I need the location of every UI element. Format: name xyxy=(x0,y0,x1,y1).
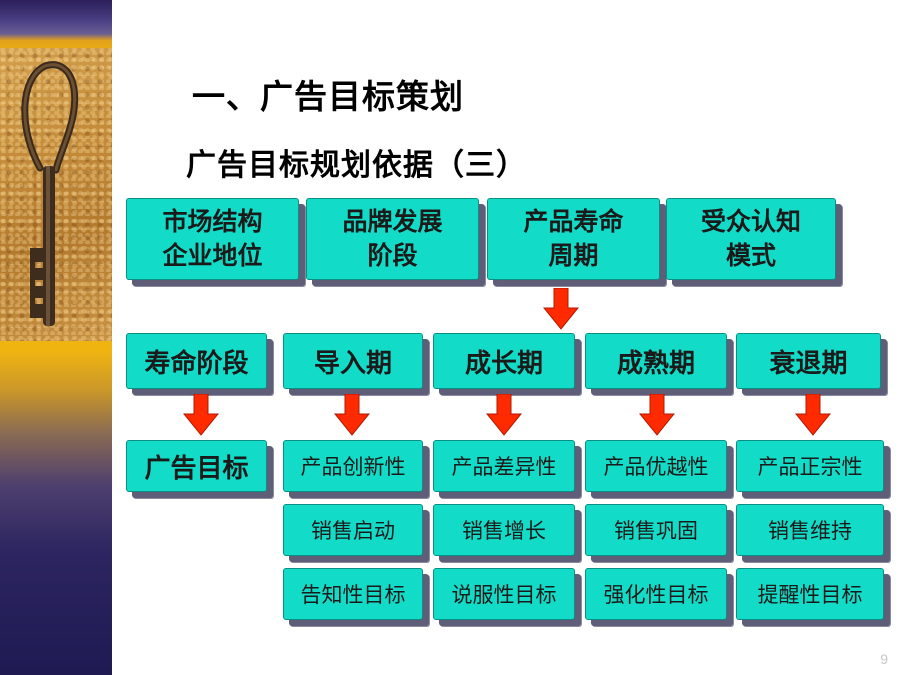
goal-cell: 产品正宗性 xyxy=(736,440,884,492)
goal-cell: 销售维持 xyxy=(736,504,884,556)
goal-cell: 产品差异性 xyxy=(433,440,575,492)
ad-goal-label: 广告目标 xyxy=(126,440,267,492)
arrow-down-icon xyxy=(639,394,675,436)
arrow-down-icon xyxy=(486,394,522,436)
goal-cell: 产品优越性 xyxy=(585,440,727,492)
goal-cell: 强化性目标 xyxy=(585,568,727,620)
goal-cell: 说服性目标 xyxy=(433,568,575,620)
key-photo xyxy=(0,48,112,341)
goal-cell: 销售增长 xyxy=(433,504,575,556)
basis-audience-cognition: 受众认知模式 xyxy=(666,198,836,280)
arrow-down-icon xyxy=(795,394,831,436)
arrow-down-icon xyxy=(183,394,219,436)
page-title: 一、广告目标策划 xyxy=(192,77,464,116)
stage-growth: 成长期 xyxy=(433,333,575,389)
arrow-down-icon xyxy=(334,394,370,436)
page-subtitle: 广告目标规划依据（三） xyxy=(186,148,527,183)
arrow-down-icon xyxy=(543,288,579,330)
stage-introduction: 导入期 xyxy=(283,333,423,389)
lifecycle-stage-label: 寿命阶段 xyxy=(126,333,267,389)
stage-decline: 衰退期 xyxy=(736,333,881,389)
goal-cell: 销售巩固 xyxy=(585,504,727,556)
basis-product-lifecycle: 产品寿命周期 xyxy=(487,198,660,280)
goal-cell: 销售启动 xyxy=(283,504,423,556)
basis-brand-stage: 品牌发展阶段 xyxy=(306,198,479,280)
goal-cell: 产品创新性 xyxy=(283,440,423,492)
basis-market-structure: 市场结构企业地位 xyxy=(126,198,299,280)
goal-cell: 告知性目标 xyxy=(283,568,423,620)
stage-maturity: 成熟期 xyxy=(585,333,727,389)
page-number: 9 xyxy=(880,651,888,667)
goal-cell: 提醒性目标 xyxy=(736,568,884,620)
key-icon xyxy=(21,61,79,326)
